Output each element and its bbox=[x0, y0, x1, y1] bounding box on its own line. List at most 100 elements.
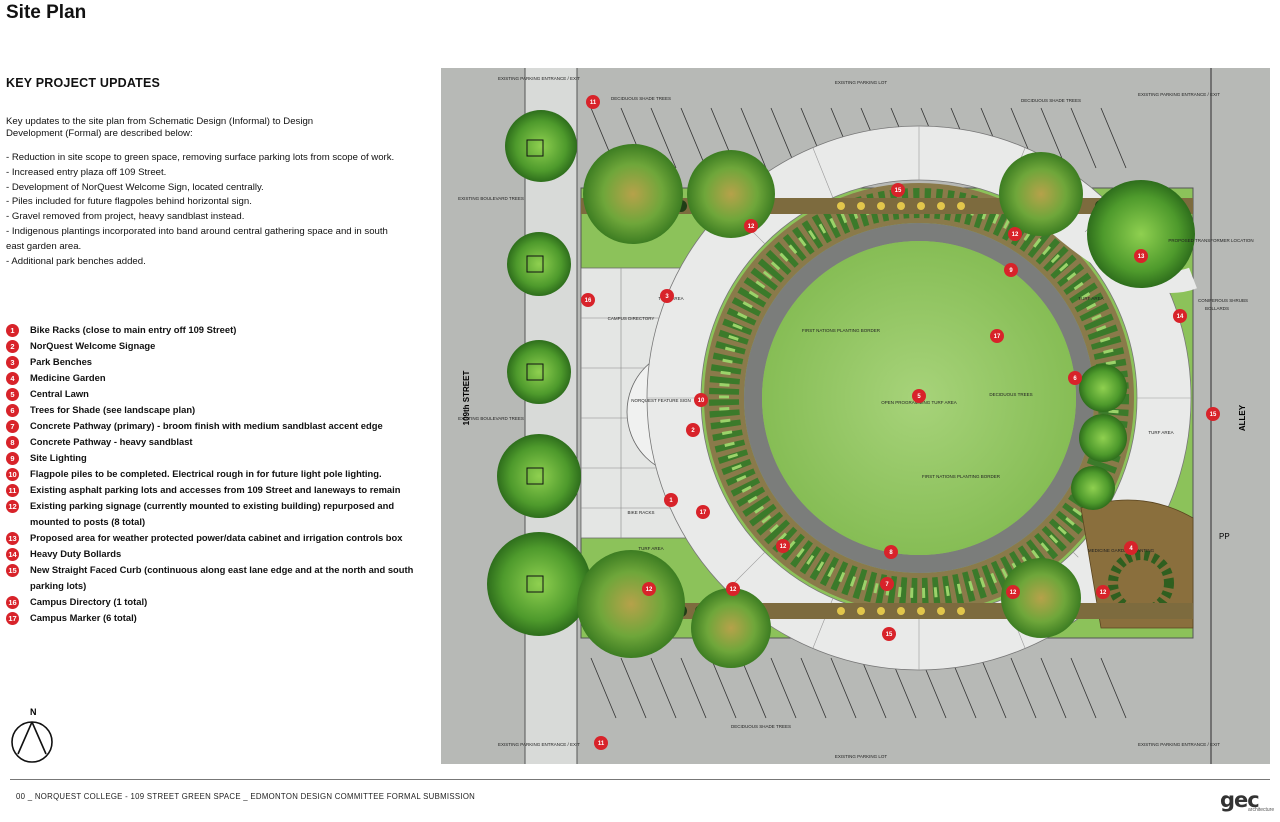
plan-marker-15: 15 bbox=[882, 627, 896, 641]
plan-marker-circle bbox=[990, 329, 1004, 343]
plan-marker-11: 11 bbox=[594, 736, 608, 750]
plan-label-deciduous-nw: DECIDUOUS SHADE TREES bbox=[611, 96, 671, 101]
legend-text: Campus Directory (1 total) bbox=[30, 596, 148, 607]
legend-text: Campus Marker (6 total) bbox=[30, 612, 137, 623]
plan-label-pp: PP bbox=[1219, 532, 1230, 541]
plan-marker-number: 5 bbox=[917, 394, 921, 400]
plan-marker-number: 8 bbox=[889, 550, 893, 556]
plan-marker-number: 7 bbox=[885, 582, 889, 588]
plan-marker-17: 17 bbox=[990, 329, 1004, 343]
legend-item: 16 Campus Directory (1 total) bbox=[6, 594, 416, 610]
plan-marker-circle bbox=[776, 539, 790, 553]
plan-marker-circle bbox=[726, 582, 740, 596]
legend-text: Concrete Pathway - heavy sandblast bbox=[30, 436, 193, 447]
legend-text: Trees for Shade (see landscape plan) bbox=[30, 404, 196, 415]
plan-marker-number: 1 bbox=[669, 498, 673, 504]
legend-item: 17 Campus Marker (6 total) bbox=[6, 610, 416, 626]
plan-marker-12: 12 bbox=[726, 582, 740, 596]
plan-marker-17: 17 bbox=[696, 505, 710, 519]
legend-marker: 15 bbox=[6, 564, 19, 577]
plan-label-bollards: BOLLARDS bbox=[1205, 306, 1229, 311]
plan-marker-12: 12 bbox=[1008, 227, 1022, 241]
plan-label-parking-south: EXISTING PARKING LOT bbox=[835, 754, 887, 759]
legend-marker: 8 bbox=[6, 436, 19, 449]
plan-marker-1: 1 bbox=[664, 493, 678, 507]
plan-marker-number: 15 bbox=[886, 632, 893, 638]
legend-marker: 3 bbox=[6, 356, 19, 369]
plan-marker-15: 15 bbox=[1206, 407, 1220, 421]
plan-marker-number: 15 bbox=[895, 188, 902, 194]
plan-marker-number: 16 bbox=[585, 298, 592, 304]
plan-marker-12: 12 bbox=[776, 539, 790, 553]
plan-marker-number: 6 bbox=[1073, 376, 1077, 382]
tree-grates bbox=[526, 139, 544, 593]
plan-label-first-nations-e: FIRST NATIONS PLANTING BORDER bbox=[922, 474, 1001, 479]
legend-marker: 5 bbox=[6, 388, 19, 401]
plan-marker-12: 12 bbox=[1096, 585, 1110, 599]
north-label: N bbox=[30, 707, 37, 717]
plan-marker-number: 17 bbox=[700, 510, 707, 516]
legend-item: 3 Park Benches bbox=[6, 354, 416, 370]
plan-marker-6: 6 bbox=[1068, 371, 1082, 385]
legend-text: Park Benches bbox=[30, 356, 93, 367]
plan-label-boulevard-top: EXISTING BOULEVARD TREES bbox=[458, 196, 524, 201]
plan-label-first-nations-n: FIRST NATIONS PLANTING BORDER bbox=[802, 328, 881, 333]
plan-marker-circle bbox=[1173, 309, 1187, 323]
plan-marker-3: 3 bbox=[660, 289, 674, 303]
plan-label-medicine-garden: MEDICINE GARDEN PLANTING bbox=[1088, 548, 1155, 553]
plan-marker-number: 13 bbox=[1138, 254, 1145, 260]
plan-marker-15: 15 bbox=[891, 183, 905, 197]
gec-architecture-logo: gec architecture bbox=[1220, 788, 1274, 818]
plan-label-campus-directory: CAMPUS DIRECTORY bbox=[608, 316, 655, 321]
plan-label-boulevard-mid: EXISTING BOULEVARD TREES bbox=[458, 416, 524, 421]
legend-text: Medicine Garden bbox=[30, 372, 106, 383]
plan-label-deciduous-ne: DECIDUOUS SHADE TREES bbox=[1021, 98, 1081, 103]
legend-marker: 1 bbox=[6, 324, 19, 337]
key-project-updates-heading: KEY PROJECT UPDATES bbox=[6, 76, 161, 90]
updates-list: - Reduction in site scope to green space… bbox=[6, 151, 406, 269]
legend-marker: 17 bbox=[6, 612, 19, 625]
update-item: - Development of NorQuest Welcome Sign, … bbox=[6, 181, 264, 193]
plan-marker-circle bbox=[694, 393, 708, 407]
update-item: - Increased entry plaza off 109 Street. bbox=[6, 166, 167, 178]
plan-marker-circle bbox=[581, 293, 595, 307]
plan-marker-number: 12 bbox=[1010, 590, 1017, 596]
legend-marker: 14 bbox=[6, 548, 19, 561]
plan-marker-circle bbox=[1206, 407, 1220, 421]
plan-marker-8: 8 bbox=[884, 545, 898, 559]
plan-marker-circle bbox=[664, 493, 678, 507]
legend-text: Central Lawn bbox=[30, 388, 89, 399]
plan-marker-circle bbox=[686, 423, 700, 437]
plan-marker-number: 11 bbox=[598, 741, 605, 747]
plan-label-feature-sign: NORQUEST FEATURE SIGN bbox=[631, 398, 691, 403]
plan-marker-number: 14 bbox=[1177, 314, 1184, 320]
legend-marker: 16 bbox=[6, 596, 19, 609]
legend-text: Heavy Duty Bollards bbox=[30, 548, 122, 559]
plan-marker-number: 3 bbox=[665, 294, 669, 300]
plan-label-coniferous: CONIFEROUS SHRUBS bbox=[1198, 298, 1248, 303]
legend-marker: 11 bbox=[6, 484, 19, 497]
plan-marker-16: 16 bbox=[581, 293, 595, 307]
legend-text: Bike Racks (close to main entry off 109 … bbox=[30, 324, 237, 335]
south-parking-stalls bbox=[590, 657, 1127, 719]
plan-marker-12: 12 bbox=[1006, 585, 1020, 599]
plan-label-street: 109th STREET bbox=[462, 371, 471, 426]
plan-marker-2: 2 bbox=[686, 423, 700, 437]
plan-marker-12: 12 bbox=[744, 219, 758, 233]
plan-label-entrance-sw: EXISTING PARKING ENTRANCE / EXIT bbox=[498, 742, 580, 747]
plan-marker-circle bbox=[660, 289, 674, 303]
plan-marker-circle bbox=[891, 183, 905, 197]
plan-marker-number: 12 bbox=[1012, 232, 1019, 238]
legend-text: Existing parking signage (currently moun… bbox=[30, 500, 395, 527]
plan-marker-number: 12 bbox=[730, 587, 737, 593]
update-item: - Additional park benches added. bbox=[6, 255, 146, 267]
plan-marker-circle bbox=[696, 505, 710, 519]
legend-item: 8 Concrete Pathway - heavy sandblast bbox=[6, 434, 416, 450]
plan-marker-10: 10 bbox=[694, 393, 708, 407]
plan-label-deciduous-s: DECIDUOUS SHADE TREES bbox=[731, 724, 791, 729]
legend-marker: 13 bbox=[6, 532, 19, 545]
plan-marker-circle bbox=[1134, 249, 1148, 263]
plan-legend: 1 Bike Racks (close to main entry off 109… bbox=[6, 322, 416, 626]
